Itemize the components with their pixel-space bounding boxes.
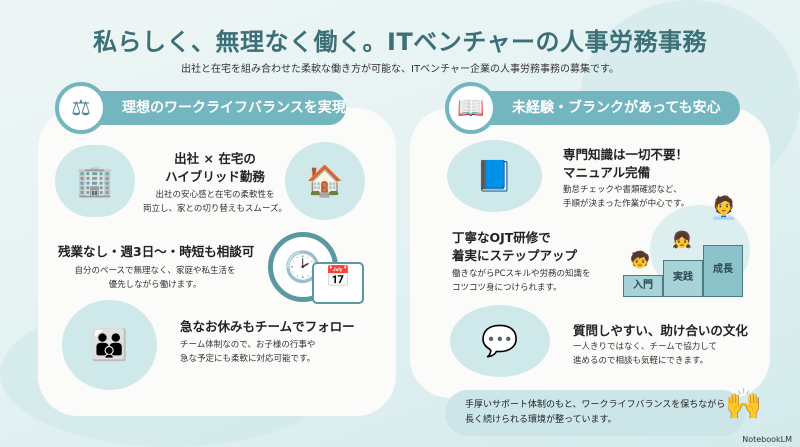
office-worker-illustration: 🏢 [55,145,135,217]
left-section-heading: 理想のワークライフバランスを実現 [82,91,346,125]
item-title-line: 着実にステップアップ [452,248,578,263]
desc-line: 出社の安心感と在宅の柔軟性を [155,190,275,200]
team-family-illustration: 👪 [62,300,157,390]
desc-line: 働きながらPCスキルや労務の知識を [452,269,591,279]
item-title-line: マニュアル完備 [563,165,651,180]
step-beginner: 入門 [623,275,663,297]
cheering-person-icon: 🙌 [725,387,763,422]
home-worker-illustration: 🏠 [285,142,365,220]
item-title: 急なお休みもチームでフォロー [180,319,355,334]
item-title-line: 出社 × 在宅の [174,151,256,166]
item-title: 出社 × 在宅のハイブリッド勤務 [145,150,285,186]
manual-reading-illustration: 📘 [447,140,542,212]
item-description: チーム体制なので、お子様の行事や急な予定にも柔軟に対応可能です。 [180,338,380,366]
person-icon: 🧒 [630,250,650,269]
desc-line: 急な予定にも柔軟に対応可能です。 [180,354,316,364]
step-practice: 実践 [663,260,703,297]
desc-line: 両立し、家との切り替えもスムーズ。 [143,204,287,214]
item-description: 一人きりではなく、チームで協力して進めるので相談も気軽にできます。 [573,340,763,368]
desc-line: チーム体制なので、お子様の行事や [180,340,316,350]
desc-line: 手順が決まった作業が中心です。 [563,199,690,209]
calendar-icon: 📅 [312,262,364,304]
desc-line: 自分のペースで無理なく、家庭や私生活を [74,266,236,276]
conversation-illustration: 💬 [450,305,550,377]
banner-line: 長く続けられる環境が整っています。 [465,415,617,425]
step-growth: 成長 [703,245,743,297]
item-description: 働きながらPCスキルや労務の知識をコツコツ身につけられます。 [452,267,622,295]
item-title-line: ハイブリッド勤務 [165,169,265,184]
desc-line: 進めるので相談も気軽にできます。 [573,356,709,366]
item-title-line: 専門知識は一切不要！ [563,147,689,162]
item-title-line: 丁寧なOJT研修で [452,230,551,245]
item-description: 出社の安心感と在宅の柔軟性を両立し、家との切り替えもスムーズ。 [135,188,295,216]
item-description: 自分のペースで無理なく、家庭や私生活を優先しながら働けます。 [60,264,250,292]
book-sprout-icon: 📖 [445,82,497,134]
page-subtitle: 出社と在宅を組み合わせた柔軟な働き方が可能な、ITベンチャー企業の人事労務事務の… [181,64,619,75]
person-icon: 👧 [672,230,692,249]
desc-line: 優先しながら働けます。 [108,280,202,290]
item-title: 丁寧なOJT研修で着実にステップアップ [452,229,622,265]
balance-scale-icon: ⚖ [55,82,107,134]
page-title: 私らしく、無理なく働く。ITベンチャーの人事労務事務 [92,28,708,56]
brand-label: NotebookLM [742,435,792,444]
desc-line: 一人きりではなく、チームで協力して [573,342,717,352]
summary-banner: 手厚いサポート体制のもと、ワークライフバランスを保ちながら長く続けられる環境が整… [445,390,745,436]
item-title: 残業なし・週3日〜・時短も相談可 [58,244,255,259]
desc-line: コツコツ身につけられます。 [452,283,562,293]
right-section-heading: 未経験・ブランクがあっても安心 [472,91,740,125]
banner-line: 手厚いサポート体制のもと、ワークライフバランスを保ちながら [465,400,726,410]
item-title: 質問しやすい、助け合いの文化 [573,323,748,338]
person-icon: 🧑‍💼 [710,196,738,221]
item-title: 専門知識は一切不要！ マニュアル完備 [563,146,743,182]
desc-line: 勤怠チェックや書類確認など、 [563,185,682,195]
item-description: 勤怠チェックや書類確認など、手順が決まった作業が中心です。 [563,183,723,211]
